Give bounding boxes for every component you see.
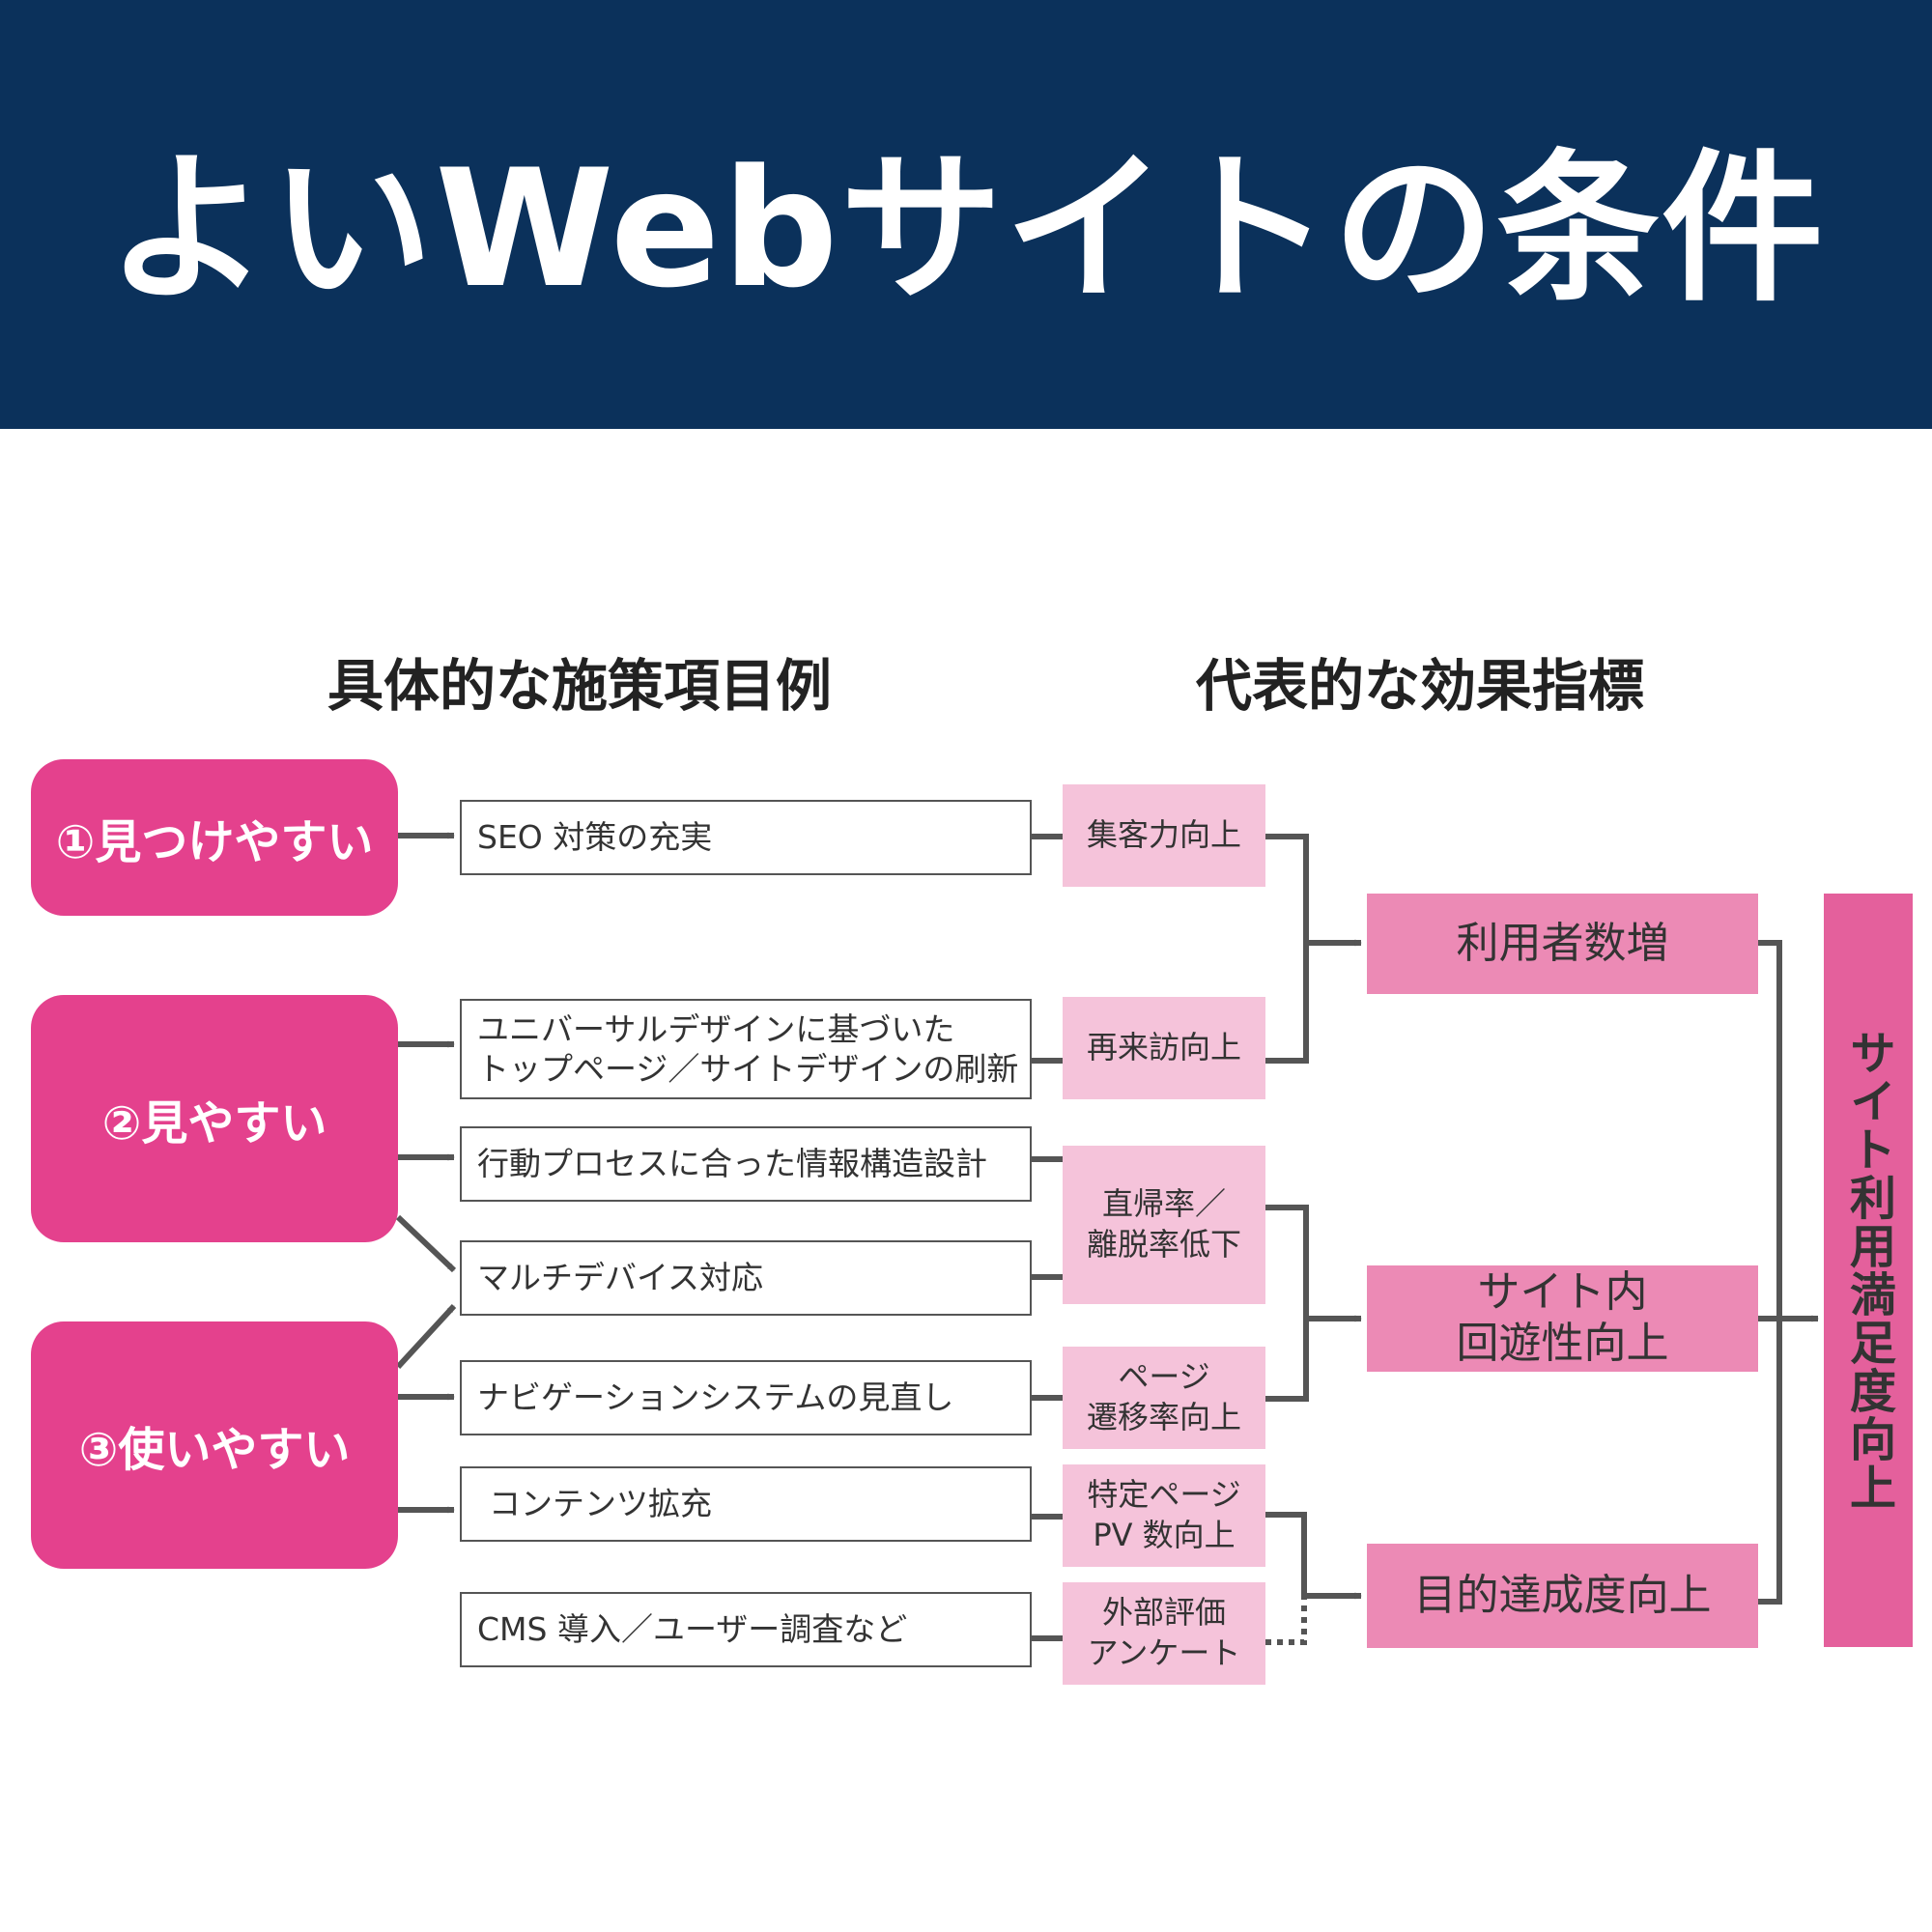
page-title: よいWebサイトの条件	[106, 133, 1826, 324]
indicator-text: 遷移率向上	[1086, 1399, 1241, 1435]
result-text: 利用者数増	[1456, 918, 1669, 968]
indicator-bounce: 直帰率／ 離脱率低下	[1063, 1146, 1265, 1304]
indicator-traffic: 集客力向上	[1063, 784, 1265, 887]
arrow-cat3-measure4	[395, 1303, 457, 1370]
measure-text: コンテンツ拡充	[489, 1485, 712, 1523]
dotted-link-indicator6	[1265, 1596, 1307, 1645]
arrow-cat2-measure4	[395, 1214, 457, 1273]
measure-universal-design: ユニバーサルデザインに基づいた トップページ／サイトデザインの刷新	[460, 999, 1032, 1099]
bracket-result1	[1265, 834, 1309, 1064]
indicator-text: 外部評価	[1101, 1594, 1226, 1632]
measure-text: CMS 導入／ユーザー調査など	[477, 1610, 908, 1649]
bracket-result2	[1265, 1205, 1309, 1402]
result-circulation: サイト内 回遊性向上	[1367, 1265, 1758, 1372]
bracket-goal	[1758, 940, 1782, 1605]
measure-text: マルチデバイス対応	[477, 1259, 764, 1297]
indicator-text: 再来訪向上	[1086, 1029, 1241, 1066]
bracket-result3	[1265, 1512, 1362, 1600]
measure-text: SEO 対策の充実	[477, 818, 713, 857]
result-text: 目的達成度向上	[1413, 1570, 1712, 1620]
result-goal-achievement: 目的達成度向上	[1367, 1544, 1758, 1648]
indicator-revisit: 再来訪向上	[1063, 997, 1265, 1099]
title-banner: よいWebサイトの条件	[0, 0, 1932, 429]
indicator-page-transition: ページ 遷移率向上	[1063, 1347, 1265, 1449]
indicators-heading: 代表的な効果指標	[1195, 653, 1644, 719]
indicator-text: PV 数向上	[1093, 1517, 1236, 1553]
measure-content: コンテンツ拡充	[460, 1466, 1032, 1542]
category-readable: ②見やすい	[31, 995, 398, 1242]
indicator-text: 直帰率／	[1101, 1185, 1226, 1223]
indicator-text: 離脱率低下	[1086, 1226, 1241, 1263]
measure-seo: SEO 対策の充実	[460, 800, 1032, 875]
measure-navigation: ナビゲーションシステムの見直し	[460, 1360, 1032, 1435]
measure-multi-device: マルチデバイス対応	[460, 1240, 1032, 1316]
indicator-text: ページ	[1118, 1358, 1210, 1396]
indicator-external-eval: 外部評価 アンケート	[1063, 1582, 1265, 1685]
goal-label: サイト利用満足度向上	[1841, 1029, 1895, 1512]
category-findable: ①見つけやすい	[31, 759, 398, 916]
measure-text: 行動プロセスに合った情報構造設計	[477, 1145, 987, 1183]
measure-cms: CMS 導入／ユーザー調査など	[460, 1592, 1032, 1667]
result-text: サイト内	[1477, 1267, 1648, 1318]
result-text: 回遊性向上	[1456, 1319, 1669, 1368]
indicator-pageviews: 特定ページ PV 数向上	[1063, 1464, 1265, 1567]
indicator-text: 特定ページ	[1087, 1476, 1241, 1514]
measure-text: ユニバーサルデザインに基づいた	[477, 1009, 955, 1048]
indicator-text: 集客力向上	[1086, 816, 1241, 854]
measures-heading: 具体的な施策項目例	[327, 653, 832, 719]
result-user-growth: 利用者数増	[1367, 894, 1758, 994]
measure-text: ナビゲーションシステムの見直し	[477, 1378, 954, 1417]
measure-text: トップページ／サイトデザインの刷新	[477, 1050, 1019, 1088]
category-usable: ③使いやすい	[31, 1321, 398, 1569]
indicator-text: アンケート	[1087, 1634, 1241, 1671]
measure-info-architecture: 行動プロセスに合った情報構造設計	[460, 1126, 1032, 1202]
overall-goal: サイト利用満足度向上	[1824, 894, 1913, 1647]
